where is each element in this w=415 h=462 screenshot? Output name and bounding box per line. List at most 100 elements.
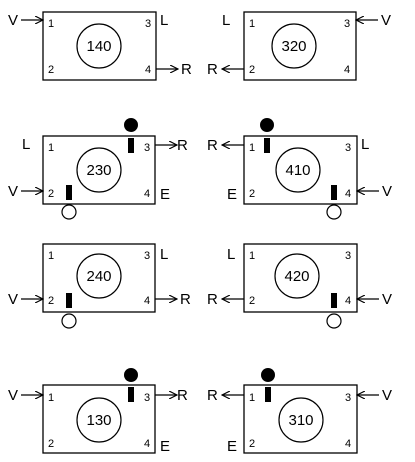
label-v: V xyxy=(382,183,392,200)
label-v: V xyxy=(8,291,18,308)
label-v: V xyxy=(8,183,18,200)
label-l: L xyxy=(160,246,168,263)
switch-box xyxy=(243,384,358,454)
filled-dot-icon xyxy=(124,118,138,132)
label-r: R xyxy=(207,61,218,78)
diagram-320: 320 1 2 3 4 L V R xyxy=(207,11,391,81)
code-circle xyxy=(274,253,320,299)
switch-box xyxy=(243,243,358,313)
pin-4: 4 xyxy=(145,64,151,76)
pin-3: 3 xyxy=(344,18,350,30)
pin-4: 4 xyxy=(345,438,351,450)
diagram-130: 130 1 2 3 4 V R E xyxy=(8,368,188,455)
code-label: 310 xyxy=(288,412,313,429)
diagram-140: 140 1 2 3 4 V L R xyxy=(8,11,192,81)
pin-1: 1 xyxy=(249,18,255,30)
switch-box xyxy=(243,11,357,81)
pin-4: 4 xyxy=(144,295,150,307)
code-circle xyxy=(76,397,122,443)
pin-4: 4 xyxy=(345,188,351,200)
pin-1: 1 xyxy=(249,142,255,154)
pin-2: 2 xyxy=(48,438,54,450)
code-label: 240 xyxy=(86,268,111,285)
diagram-230: 230 1 2 3 4 L V R E xyxy=(8,118,188,220)
label-v: V xyxy=(382,291,392,308)
pin-2: 2 xyxy=(48,64,54,76)
open-dot-icon xyxy=(61,313,77,329)
label-r: R xyxy=(207,291,218,308)
label-r: R xyxy=(177,137,188,154)
code-label: 410 xyxy=(285,162,310,179)
code-label: 230 xyxy=(86,162,111,179)
label-e: E xyxy=(227,186,237,203)
switch-box xyxy=(42,135,156,205)
label-r: R xyxy=(180,291,191,308)
label-r: R xyxy=(177,387,188,404)
pin-3: 3 xyxy=(144,392,150,404)
diagram-240: 240 1 2 3 4 L V R xyxy=(8,243,191,329)
switch-box xyxy=(42,11,157,81)
diagram-420: 420 1 2 3 4 L R V xyxy=(207,243,392,329)
label-l: L xyxy=(361,136,369,153)
pin-1: 1 xyxy=(249,250,255,262)
label-l: L xyxy=(22,136,30,153)
label-r: R xyxy=(181,61,192,78)
code-circle xyxy=(275,147,321,193)
pin-1: 1 xyxy=(48,142,54,154)
pin-1: 1 xyxy=(249,392,255,404)
pin-3: 3 xyxy=(144,250,150,262)
code-circle xyxy=(76,23,122,69)
pin-2: 2 xyxy=(249,438,255,450)
label-v: V xyxy=(382,387,392,404)
pin-3: 3 xyxy=(144,142,150,154)
open-dot-icon xyxy=(326,204,342,220)
open-dot-icon xyxy=(326,313,342,329)
label-v: V xyxy=(8,387,18,404)
pin-4: 4 xyxy=(345,295,351,307)
pin-2: 2 xyxy=(249,64,255,76)
contact-bar xyxy=(66,293,72,308)
label-l: L xyxy=(227,246,235,263)
code-label: 320 xyxy=(281,38,306,55)
contact-bar xyxy=(66,185,72,200)
switch-box xyxy=(42,384,156,454)
label-e: E xyxy=(160,438,170,455)
code-label: 140 xyxy=(86,38,111,55)
pin-4: 4 xyxy=(344,64,350,76)
pin-2: 2 xyxy=(48,295,54,307)
diagram-310: 310 1 2 3 4 R V E xyxy=(207,368,392,455)
contact-bar xyxy=(128,138,134,153)
contact-bar xyxy=(264,138,270,153)
pin-1: 1 xyxy=(48,18,54,30)
filled-dot-icon xyxy=(261,368,275,382)
contact-bar xyxy=(331,293,337,308)
label-r: R xyxy=(207,137,218,154)
code-circle xyxy=(271,23,317,69)
code-label: 130 xyxy=(86,412,111,429)
label-e: E xyxy=(227,438,237,455)
filled-dot-icon xyxy=(124,368,138,382)
pin-1: 1 xyxy=(48,250,54,262)
diagram-410: 410 1 2 3 4 R L E V xyxy=(207,118,392,220)
contact-bar xyxy=(265,387,271,402)
code-label: 420 xyxy=(284,268,309,285)
contact-bar xyxy=(331,185,337,200)
pin-2: 2 xyxy=(249,295,255,307)
label-e: E xyxy=(160,186,170,203)
pin-4: 4 xyxy=(144,438,150,450)
contact-bar xyxy=(128,387,134,402)
code-circle xyxy=(278,397,324,443)
switch-box xyxy=(42,243,156,313)
pin-3: 3 xyxy=(345,142,351,154)
code-circle xyxy=(76,253,122,299)
switch-box xyxy=(243,135,358,205)
label-r: R xyxy=(207,387,218,404)
pin-2: 2 xyxy=(48,188,54,200)
pin-1: 1 xyxy=(48,392,54,404)
label-v: V xyxy=(381,12,391,29)
label-l: L xyxy=(160,12,168,29)
pin-3: 3 xyxy=(345,392,351,404)
open-dot-icon xyxy=(61,204,77,220)
pin-4: 4 xyxy=(144,188,150,200)
